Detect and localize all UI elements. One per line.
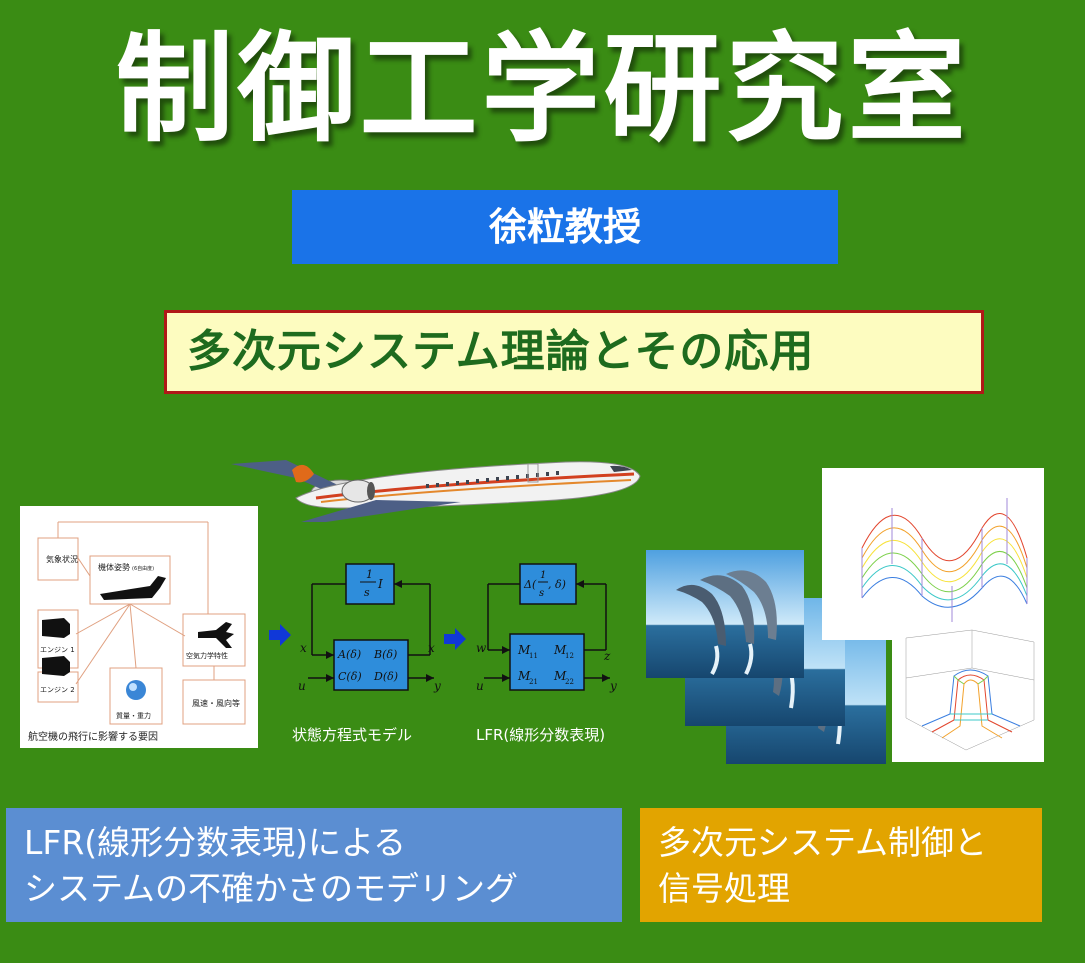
flight-factors-diagram: 気象状況 機体姿勢 (6自由度) エンジン 1 エンジン 2 空気力学特性 質量… (20, 506, 258, 748)
arrow-right-icon (444, 628, 466, 650)
engine1-label: エンジン 1 (40, 646, 75, 654)
ss-I: I (377, 577, 383, 591)
arrow-right-icon (269, 624, 291, 646)
mass-sphere-icon (126, 680, 146, 700)
ss-C: C(δ) (338, 670, 362, 683)
lfr-one: 1 (540, 570, 546, 581)
lfr-M12: M (553, 643, 567, 657)
lfr-box-line2: システムの不確かさのモデリング (24, 869, 519, 908)
signal-processing-box: 多次元システム制御と 信号処理 (640, 808, 1042, 922)
signal-box-line1: 多次元システム制御と (658, 823, 988, 862)
wind-label: 風速・風向等 (192, 698, 240, 708)
lfr-M22-sub: 22 (565, 678, 574, 686)
lfr-box-line1: LFR(線形分数表現)による (24, 823, 407, 862)
mass-label: 質量・重力 (116, 711, 151, 720)
page-title: 制御工学研究室 (115, 20, 970, 158)
lfr-caption: LFR(線形分数表現) (476, 726, 606, 744)
lfr-delta-right: , δ) (548, 578, 566, 591)
aero-label: 空気力学特性 (186, 651, 228, 660)
attitude-note: (6自由度) (132, 565, 154, 572)
lfr-diagram: Δ( 1 s , δ) w z u y M 11 M 12 M 21 M 22 (476, 563, 617, 693)
flight-factors-svg: 気象状況 機体姿勢 (6自由度) エンジン 1 エンジン 2 空気力学特性 質量… (28, 521, 246, 743)
weather-label: 気象状況 (46, 554, 78, 564)
lfr-delta-left: Δ( (523, 578, 537, 591)
lfr-M21: M (517, 669, 531, 683)
ss-u: u (298, 679, 306, 693)
dolphin-photo (646, 550, 804, 678)
ss-B: B(δ) (373, 648, 397, 661)
lfr-modeling-box: LFR(線形分数表現)による システムの不確かさのモデリング (6, 808, 622, 922)
plane-silhouette-icon (100, 576, 166, 600)
lfr-M21-sub: 21 (529, 678, 538, 686)
engine2-icon (42, 656, 70, 676)
engine2-label: エンジン 2 (40, 686, 75, 694)
lfr-s: s (539, 588, 544, 599)
lfr-u: u (476, 679, 484, 693)
ss-x-in: x (300, 641, 307, 655)
ss-x-out: x (428, 641, 435, 655)
lfr-z: z (603, 649, 611, 663)
surface-plot-image (822, 468, 1044, 640)
lfr-M12-sub: 12 (565, 652, 574, 660)
ss-y: y (433, 679, 441, 693)
lfr-M22: M (553, 669, 567, 683)
engine1-icon (42, 618, 70, 638)
surface-plot-image (892, 628, 1044, 762)
ss-s: s (364, 586, 370, 599)
signal-box-line2: 信号処理 (658, 869, 790, 908)
ss-one: 1 (366, 568, 373, 581)
professor-name: 徐粒教授 (292, 190, 838, 264)
lfr-M11-sub: 11 (529, 652, 538, 660)
ss-A: A(δ) (337, 648, 361, 661)
research-theme: 多次元システム理論とその応用 (164, 310, 984, 394)
state-space-caption: 状態方程式モデル (292, 726, 413, 744)
airplane-illustration (231, 460, 641, 522)
factors-caption: 航空機の飛行に影響する要因 (28, 730, 158, 743)
aero-plane-icon (198, 622, 234, 648)
ss-D: D(δ) (373, 670, 398, 683)
lfr-M11: M (517, 643, 531, 657)
state-space-diagram: 1 s I x x u y A(δ) B(δ) C(δ) D(δ) (298, 563, 441, 693)
lfr-w: w (476, 641, 487, 655)
lfr-y: y (609, 679, 617, 693)
attitude-label: 機体姿勢 (98, 562, 130, 572)
